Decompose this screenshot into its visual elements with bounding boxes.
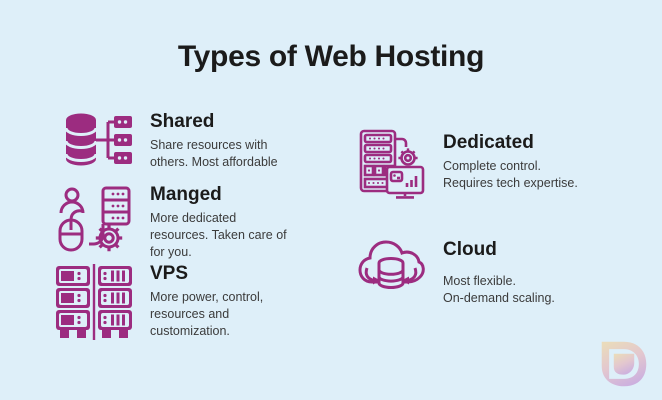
item-shared: Shared Share resources with others. Most… (150, 112, 278, 171)
item-dedicated-title: Dedicated (443, 132, 534, 153)
vps-rack-icon (54, 264, 134, 340)
page-title: Types of Web Hosting (177, 40, 485, 73)
item-dedicated-description: Complete control. Requires tech expertis… (443, 158, 578, 190)
item-managed-description: More dedicated resources. Taken care of … (150, 210, 287, 259)
item-shared-title: Shared (150, 111, 215, 132)
cloud-database-icon (357, 236, 427, 294)
shared-database-icon (63, 112, 133, 168)
item-managed: Manged More dedicated resources. Taken c… (150, 185, 287, 261)
item-vps-description: More power, control, resources and custo… (150, 289, 264, 338)
dedicated-server-icon (359, 129, 427, 199)
item-cloud-title: Cloud (443, 239, 497, 260)
managed-server-icon (57, 186, 131, 252)
item-vps-title: VPS (150, 263, 189, 284)
item-dedicated: Dedicated Complete control. Requires tec… (443, 133, 578, 192)
item-vps: VPS More power, control, resources and c… (150, 264, 263, 340)
item-cloud: Cloud Most flexible. On-demand scaling. (443, 240, 555, 307)
item-shared-description: Share resources with others. Most afford… (150, 137, 278, 169)
leaf-watermark-logo (598, 338, 650, 390)
item-managed-title: Manged (150, 184, 222, 205)
item-cloud-description: Most flexible. On-demand scaling. (443, 273, 555, 305)
